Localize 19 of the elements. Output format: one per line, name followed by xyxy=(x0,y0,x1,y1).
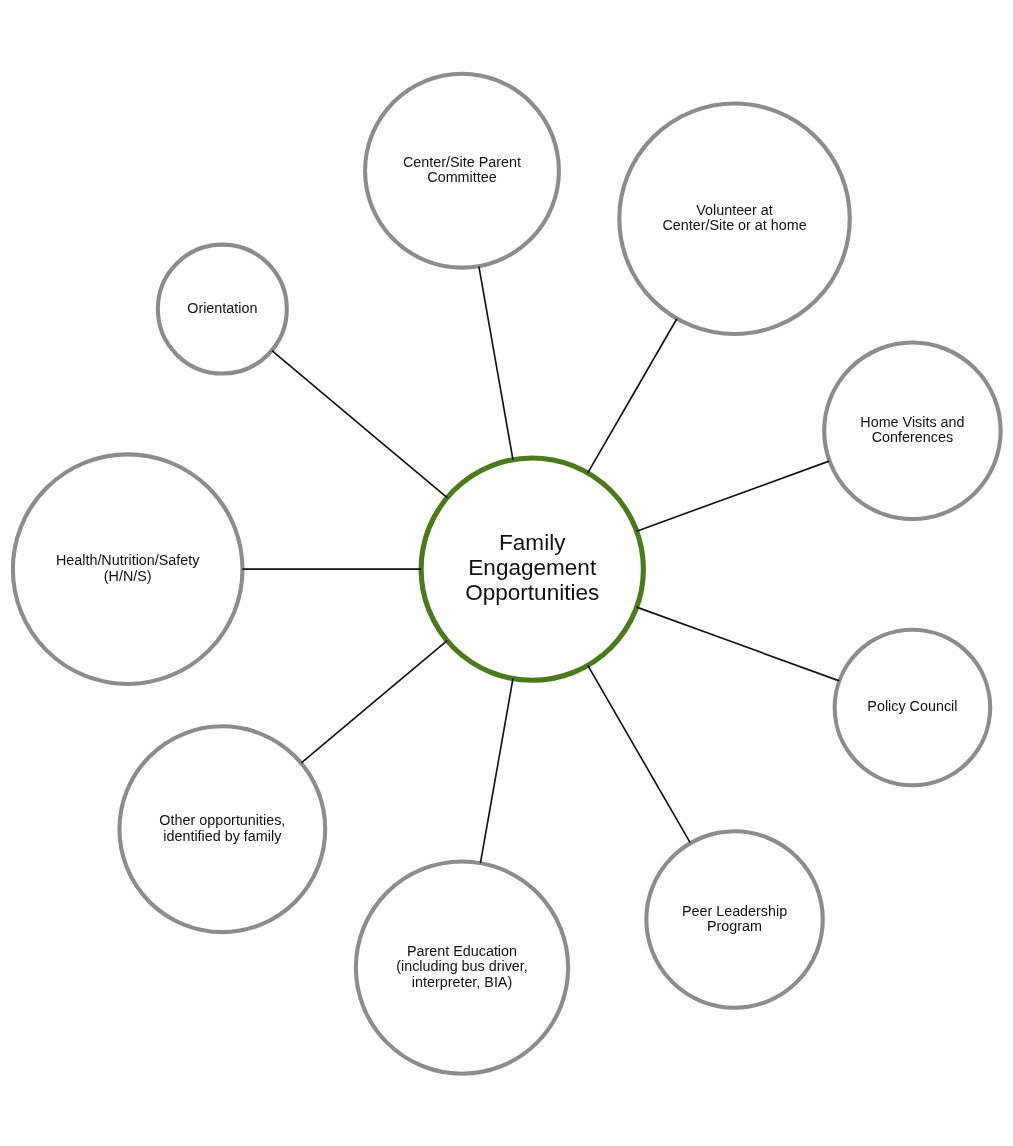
connector xyxy=(635,605,840,682)
connector xyxy=(635,459,830,532)
connector xyxy=(477,265,514,461)
connector xyxy=(241,567,422,570)
node-circle: Family Engagement Opportunities xyxy=(418,454,646,683)
node-circle: Peer Leadership Program xyxy=(643,828,825,1010)
connector xyxy=(300,639,448,764)
node-circle: Policy Council xyxy=(832,627,992,787)
node-circle: Home Visits and Conferences xyxy=(821,340,1003,521)
node-circle: Volunteer at Center/Site or at home xyxy=(616,101,852,336)
connector xyxy=(270,349,448,499)
connector xyxy=(586,664,691,843)
connector xyxy=(479,677,514,864)
node-circle: Health/Nutrition/Safety (H/N/S) xyxy=(10,451,245,686)
connector xyxy=(586,317,678,474)
node-circle: Orientation xyxy=(155,242,289,376)
node-circle: Center/Site Parent Committee xyxy=(362,71,561,270)
node-circle: Other opportunities, identified by family xyxy=(116,723,327,934)
node-circle: Parent Education (including bus driver, interpreter, BIA) xyxy=(353,858,570,1076)
